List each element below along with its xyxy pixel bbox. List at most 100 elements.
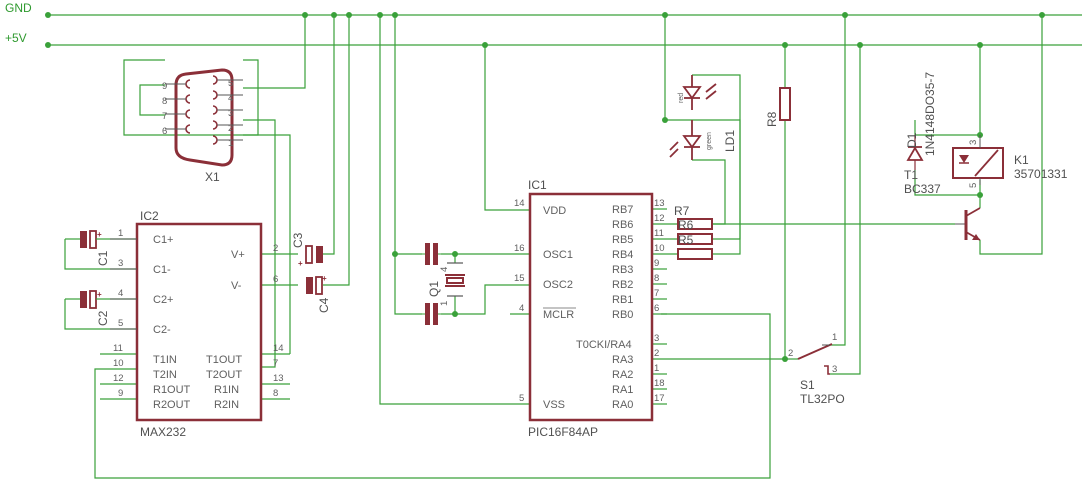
ic1-pin-num: 4 (519, 303, 524, 314)
x1-pin-label: 3 (228, 108, 233, 119)
ic1-pin-num: 14 (514, 198, 525, 209)
ic2-pin-name: R1OUT (153, 384, 191, 396)
s1-pin1: 1 (832, 332, 837, 343)
ic2-pin-num: 1 (118, 228, 123, 239)
ic1-pin-name: VSS (543, 399, 565, 411)
ic1-ref: IC1 (528, 178, 547, 192)
ic1-pin-name: RB1 (612, 294, 633, 306)
ic1-pin-name: RA2 (612, 369, 633, 381)
ic2-pin-name: R2OUT (153, 399, 191, 411)
ic1-pin-name: RB2 (612, 279, 633, 291)
d1-ref: D1 (905, 132, 919, 148)
resistor-r5: R5 (677, 233, 713, 260)
ic1-pin-num: 12 (654, 213, 665, 224)
led-ld1: red green LD1 (669, 75, 737, 160)
resistor-r8: R8 (765, 87, 791, 127)
ic1-pin-num: 16 (514, 243, 525, 254)
k1-pin5: 5 (968, 183, 979, 188)
svg-text:+: + (97, 230, 102, 239)
ic2-pin-name: C2- (153, 324, 171, 336)
ic1-pin-name: VDD (543, 205, 566, 217)
ic2-pin-num: 12 (113, 373, 124, 384)
s1-ref: S1 (800, 378, 815, 392)
ic2-max232: IC2 MAX232 1 C1+ 3 C1- 4 C2+ 5 C2- 11 T1… (110, 209, 284, 439)
diode-d1: D1 1N4148DO35-7 (905, 72, 937, 170)
ic1-pin-name: OSC1 (543, 249, 573, 261)
x1-pin-label: 2 (228, 123, 233, 134)
svg-text:+: + (298, 259, 303, 268)
transistor-t1: T1 BC337 (904, 168, 981, 241)
ic2-pin-num: 4 (118, 288, 123, 299)
ic1-pin-num: 11 (654, 228, 664, 239)
wires (48, 14, 1082, 479)
ic1-pin-num: 8 (654, 273, 659, 284)
gnd-rail-label: GND (5, 1, 32, 15)
q1-ref: Q1 (427, 281, 441, 297)
ic1-pin-num: 18 (654, 378, 665, 389)
ic2-pin-name: C2+ (153, 294, 174, 306)
ic2-pin-num: 7 (273, 358, 278, 369)
q1-pin4: 4 (439, 267, 450, 272)
ic1-pin-name: RA0 (612, 399, 633, 411)
ic1-pin-num: 9 (654, 258, 659, 269)
ic1-pin-num: 10 (654, 243, 665, 254)
ic2-pin-name: R2IN (214, 399, 239, 411)
s1-pin3: 3 (832, 364, 837, 375)
ic2-pin-num: 9 (118, 388, 123, 399)
ic2-value: MAX232 (140, 425, 186, 439)
ic2-pin-num: 14 (273, 343, 284, 354)
relay-k1: 3 5 K1 35701331 (952, 135, 1068, 188)
ic1-pin-name: MCLR (543, 309, 574, 321)
ld1-red-label: red (678, 93, 685, 103)
ic1-pin-name: RB0 (612, 309, 633, 321)
ic2-pin-name: T2OUT (206, 369, 242, 381)
ic2-pin-name: R1IN (214, 384, 239, 396)
switch-s1: 2 1 3 S1 TL32PO (785, 332, 845, 406)
crystal-q1: 4 1 Q1 (427, 262, 465, 306)
svg-text:+: + (322, 274, 327, 283)
capacitor-osc-1 (422, 243, 441, 265)
ic1-pin-num: 1 (654, 363, 659, 374)
ic1-pin-name: RA1 (612, 384, 633, 396)
ic2-pin-num: 13 (273, 373, 284, 384)
junctions (45, 12, 1045, 362)
q1-pin1: 1 (439, 301, 450, 306)
ld1-green-label: green (706, 132, 713, 150)
ic2-pin-name: T2IN (153, 369, 177, 381)
ic2-pin-num: 8 (273, 388, 278, 399)
ic1-pin-num: 17 (654, 393, 665, 404)
c4-ref: C4 (317, 297, 331, 313)
ic2-pin-name: C1- (153, 264, 171, 276)
x1-pin-label: 9 (162, 81, 167, 92)
ic2-pin-name: V- (231, 280, 242, 292)
k1-value: 35701331 (1014, 167, 1068, 181)
d1-value: 1N4148DO35-7 (923, 72, 937, 156)
ic1-pin-name: OSC2 (543, 279, 573, 291)
r7-ref: R7 (674, 204, 690, 218)
ic1-pin-num: 13 (654, 198, 665, 209)
ic2-pin-num: 6 (273, 274, 278, 285)
r8-ref: R8 (765, 111, 779, 127)
t1-ref: T1 (904, 168, 918, 182)
s1-value: TL32PO (800, 392, 845, 406)
x1-pin-label: 7 (162, 111, 167, 122)
ic1-pin-name: RB5 (612, 234, 633, 246)
capacitor-osc-2 (422, 303, 441, 325)
ic1-pin-name: T0CKI/RA4 (576, 339, 632, 351)
capacitor-c1: + C1 (65, 230, 110, 266)
ic2-pin-num: 10 (113, 358, 124, 369)
ic1-pin-name: RB7 (612, 204, 633, 216)
ic1-pin-num: 15 (514, 273, 525, 284)
vcc-rail-label: +5V (5, 31, 27, 45)
k1-ref: K1 (1014, 153, 1029, 167)
ic2-pin-name: T1IN (153, 354, 177, 366)
ic1-pin-name: RB6 (612, 219, 633, 231)
ic1-pic16f84ap: IC1 PIC16F84AP 14 VDD 16 OSC1 15 OSC2 4 … (514, 178, 665, 439)
capacitor-c4: + C4 (306, 274, 331, 313)
resistor-r6: R6 (677, 218, 713, 245)
ic1-pin-name: RB4 (612, 249, 633, 261)
ld1-ref: LD1 (723, 130, 737, 152)
ic2-pin-num: 3 (118, 258, 123, 269)
ic1-pin-num: 7 (654, 288, 659, 299)
